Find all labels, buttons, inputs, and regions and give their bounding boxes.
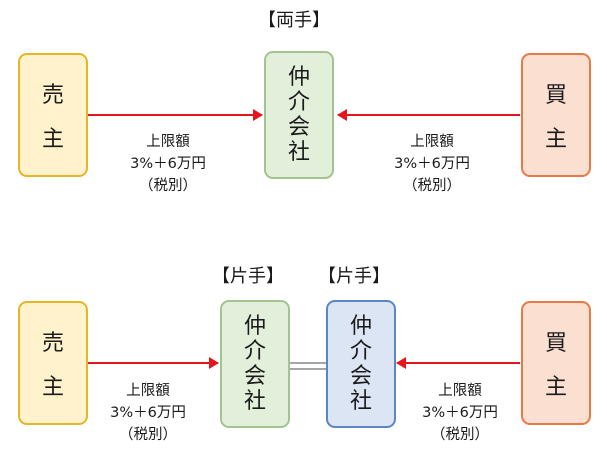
buyer-label-1: 買	[544, 83, 567, 108]
seller-label-2: 主	[41, 375, 64, 400]
broker-char-2: 介	[349, 339, 372, 364]
seller-label-1: 売	[41, 83, 64, 108]
buyer-label-1: 買	[544, 331, 567, 356]
fee-note-tax: （税別）	[431, 427, 489, 443]
broker-box-top: 仲 介 会 社	[264, 51, 334, 179]
broker-box-bottom-right: 仲 介 会 社	[326, 300, 396, 428]
fee-note-amount: 3%＋6万円	[394, 156, 470, 172]
fee-note-label: 上限額	[146, 134, 190, 150]
katate-heading-right: 【片手】	[318, 266, 390, 287]
buyer-label-2: 主	[544, 127, 567, 152]
fee-note-amount: 3%＋6万円	[130, 156, 206, 172]
fee-note-tax: （税別）	[119, 427, 177, 443]
fee-note-amount: 3%＋6万円	[110, 405, 186, 421]
seller-box-bottom: 売 主	[18, 301, 88, 425]
fee-note-amount: 3%＋6万円	[422, 405, 498, 421]
broker-char-1: 仲	[243, 314, 266, 339]
seller-label-2: 主	[41, 127, 64, 152]
fee-note-top-right: 上限額 3%＋6万円 （税別）	[372, 131, 492, 197]
ryote-heading: 【両手】	[258, 10, 330, 31]
broker-char-1: 仲	[287, 65, 310, 90]
broker-char-3: 会	[287, 115, 310, 140]
buyer-box-bottom: 買 主	[521, 301, 591, 425]
fee-note-label: 上限額	[438, 383, 482, 399]
seller-box-top: 売 主	[18, 53, 88, 177]
broker-char-4: 社	[243, 389, 266, 414]
broker-char-2: 介	[287, 90, 310, 115]
fee-note-top-left: 上限額 3%＋6万円 （税別）	[108, 131, 228, 197]
broker-char-3: 会	[349, 364, 372, 389]
broker-char-2: 介	[243, 339, 266, 364]
fee-note-bottom-left: 上限額 3%＋6万円 （税別）	[88, 380, 208, 446]
seller-label-1: 売	[41, 331, 64, 356]
broker-char-4: 社	[287, 140, 310, 165]
broker-char-3: 会	[243, 364, 266, 389]
buyer-box-top: 買 主	[521, 53, 591, 177]
fee-note-label: 上限額	[410, 134, 454, 150]
broker-box-bottom-left: 仲 介 会 社	[220, 300, 290, 428]
katate-heading-left: 【片手】	[212, 266, 284, 287]
broker-char-1: 仲	[349, 314, 372, 339]
fee-note-label: 上限額	[126, 383, 170, 399]
buyer-label-2: 主	[544, 375, 567, 400]
broker-char-4: 社	[349, 389, 372, 414]
fee-note-tax: （税別）	[403, 178, 461, 194]
fee-note-bottom-right: 上限額 3%＋6万円 （税別）	[400, 380, 520, 446]
fee-note-tax: （税別）	[139, 178, 197, 194]
